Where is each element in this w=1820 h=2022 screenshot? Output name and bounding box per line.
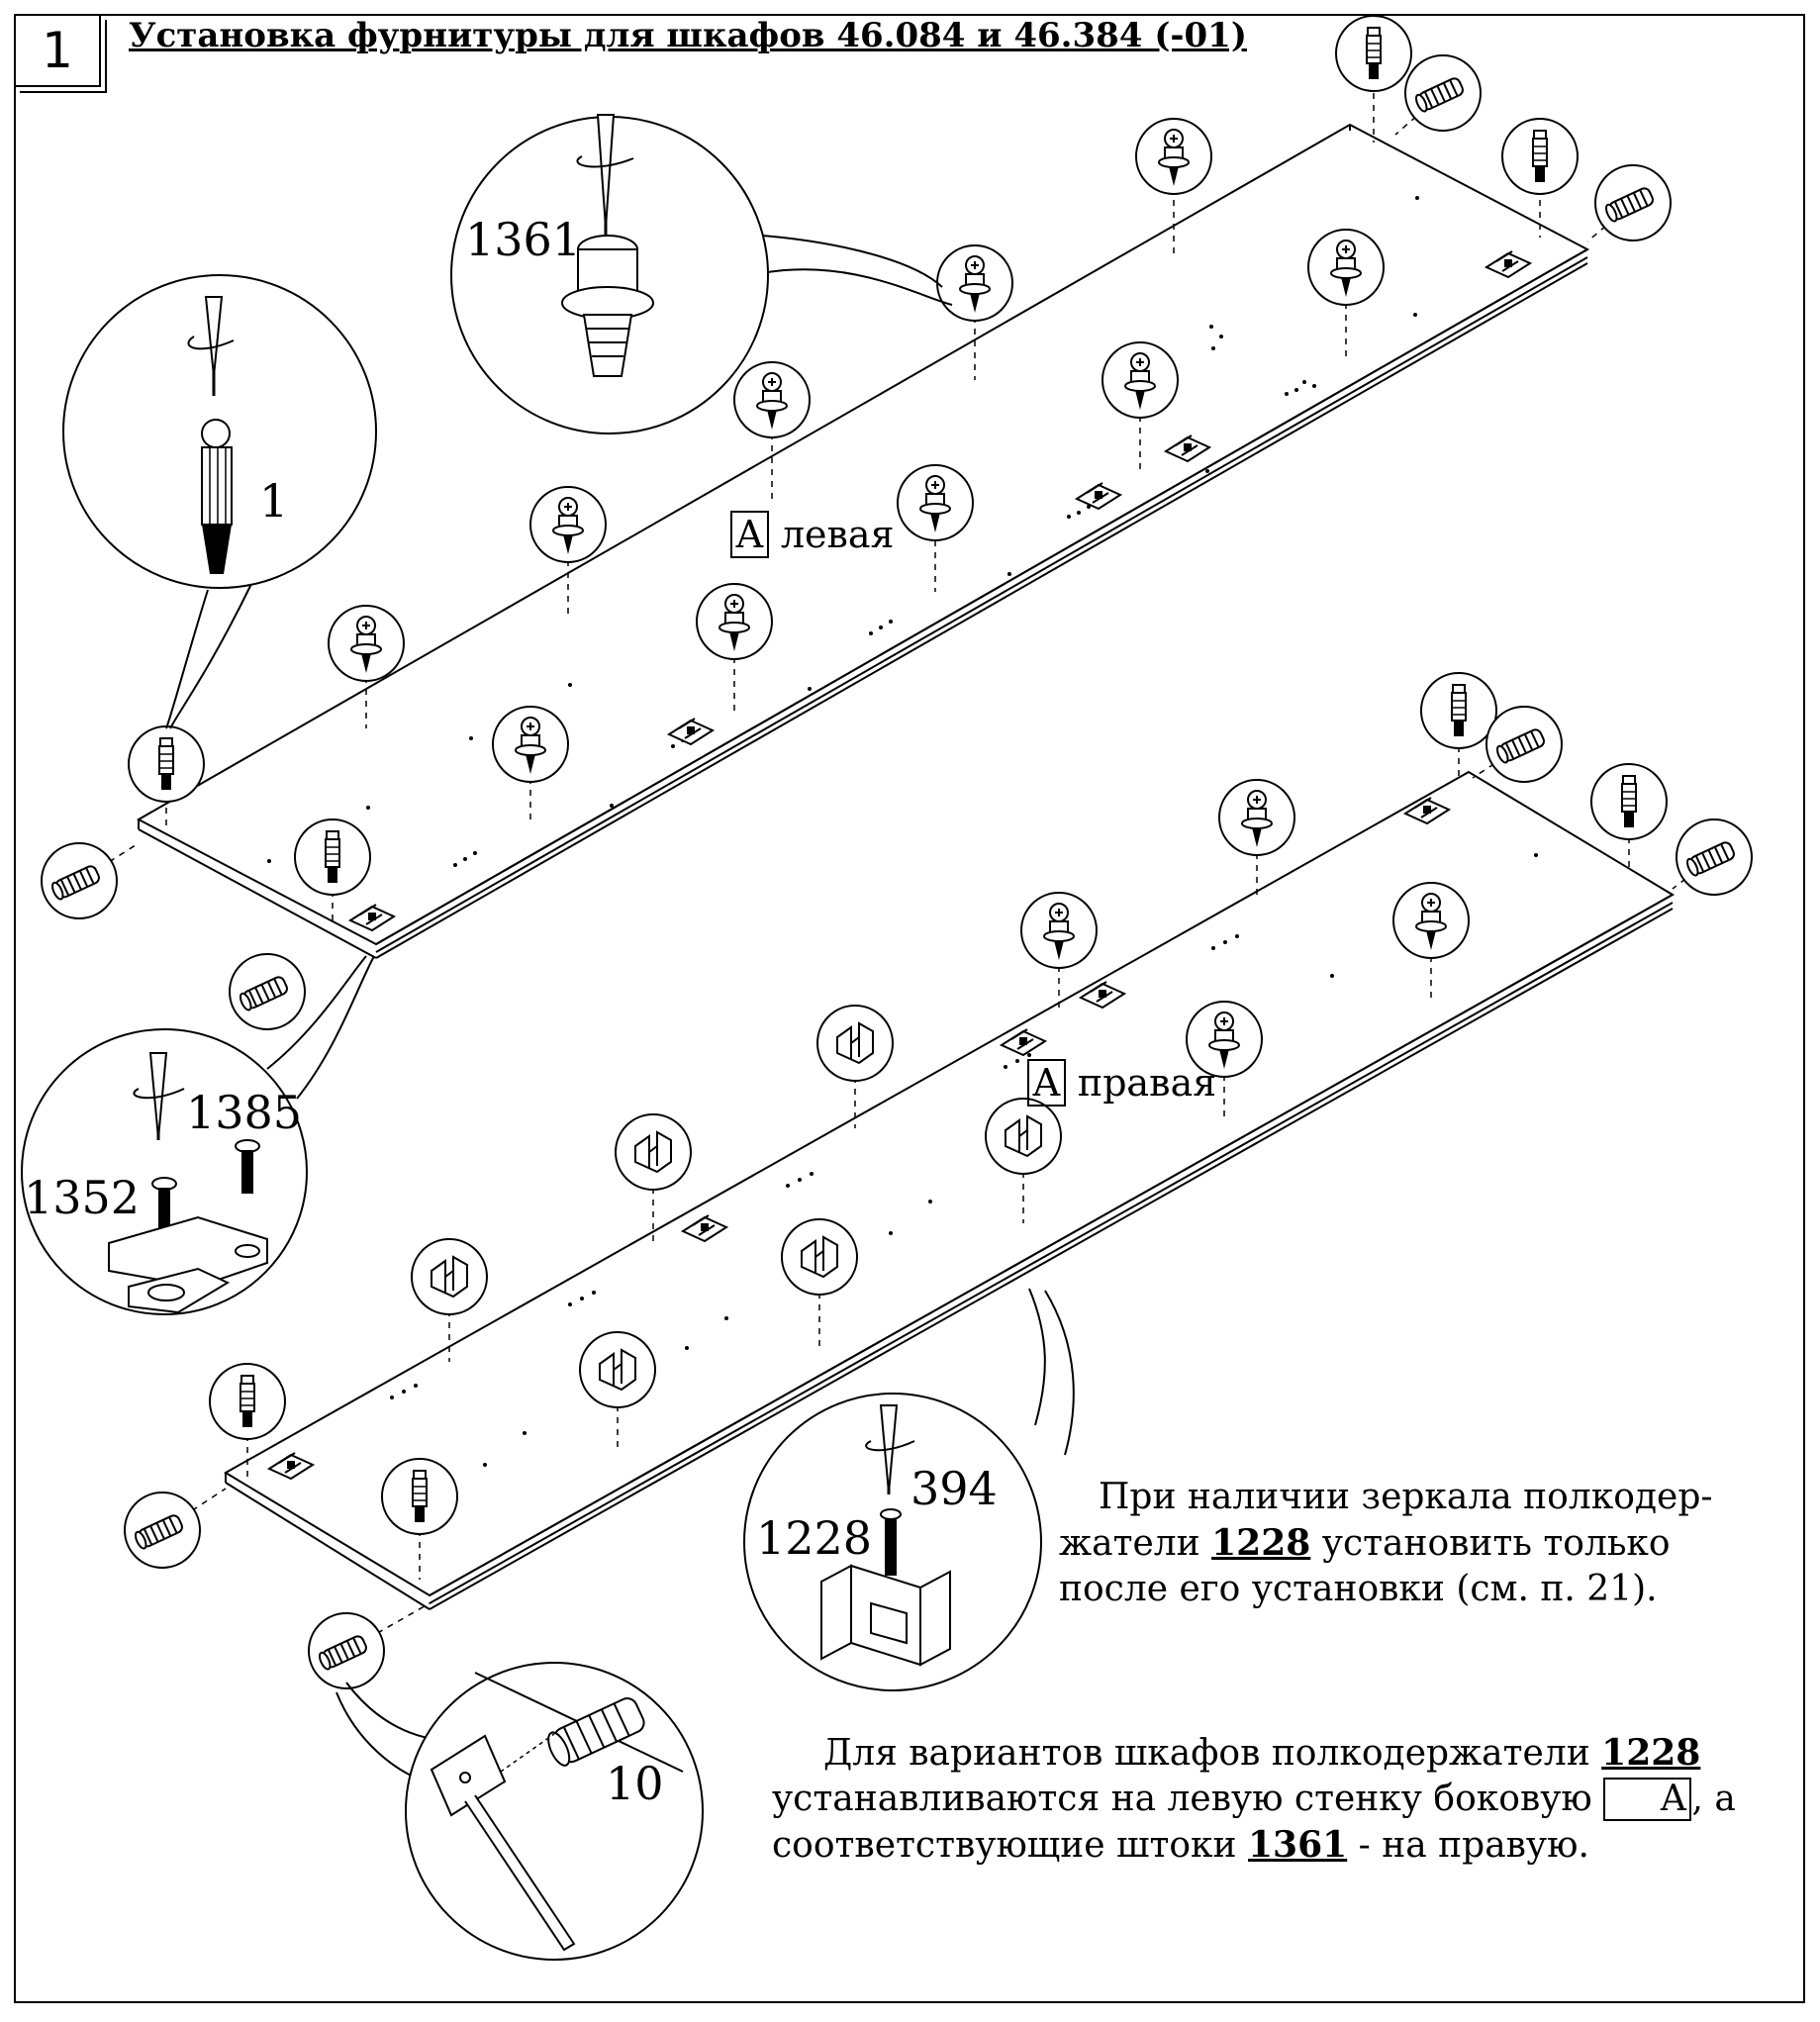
variants-note-post: - на правую. xyxy=(1347,1825,1589,1866)
left-panel-text: левая xyxy=(780,513,895,556)
mirror-note-pre: При наличии зеркала полкодер-жатели xyxy=(1059,1477,1713,1564)
mirror-note-post: установить только после его установки (с… xyxy=(1059,1523,1671,1609)
rod-detail xyxy=(450,114,953,434)
variants-note-mid: устанавливаются на левую стенку боковую xyxy=(772,1779,1604,1819)
variants-note-letter: А xyxy=(1603,1778,1692,1821)
hinge-screw-b-label: 1352 xyxy=(24,1171,140,1224)
page-title: Установка фурнитуры для шкафов 46.084 и … xyxy=(129,16,1247,55)
variants-note-mid2: , а соответствующие штоки xyxy=(772,1779,1736,1866)
hinge-screw-a-label: 1385 xyxy=(186,1086,302,1139)
shelf-support-label: 1228 xyxy=(756,1511,872,1565)
right-panel-letter: А xyxy=(1027,1059,1066,1107)
variants-note-pre: Для вариантов шкафов полкодержатели xyxy=(823,1733,1602,1774)
left-panel-letter: А xyxy=(730,511,769,558)
right-panel-text: правая xyxy=(1077,1061,1217,1105)
shelf-support-detail xyxy=(743,1288,1075,1691)
cam-pin-detail xyxy=(62,274,377,729)
hinge-detail xyxy=(21,955,375,1315)
dowel-detail xyxy=(335,1662,704,1961)
shelf-support-screw-label: 394 xyxy=(910,1462,998,1515)
left-panel-label: А левая xyxy=(730,511,895,558)
variants-note-part2: 1361 xyxy=(1248,1824,1348,1866)
variants-note: Для вариантов шкафов полкодержатели 1228… xyxy=(772,1730,1791,1869)
sheet-border xyxy=(14,14,1805,2003)
variants-note-part1: 1228 xyxy=(1601,1732,1701,1774)
mirror-note-part: 1228 xyxy=(1211,1522,1311,1564)
cam-pin-label: 1 xyxy=(259,474,288,528)
mirror-note: При наличии зеркала полкодер-жатели 1228… xyxy=(1059,1475,1772,1612)
step-number: 1 xyxy=(14,14,107,93)
dowel-label: 10 xyxy=(606,1757,664,1810)
rod-label: 1361 xyxy=(465,213,581,266)
right-panel-label: А правая xyxy=(1027,1059,1216,1107)
